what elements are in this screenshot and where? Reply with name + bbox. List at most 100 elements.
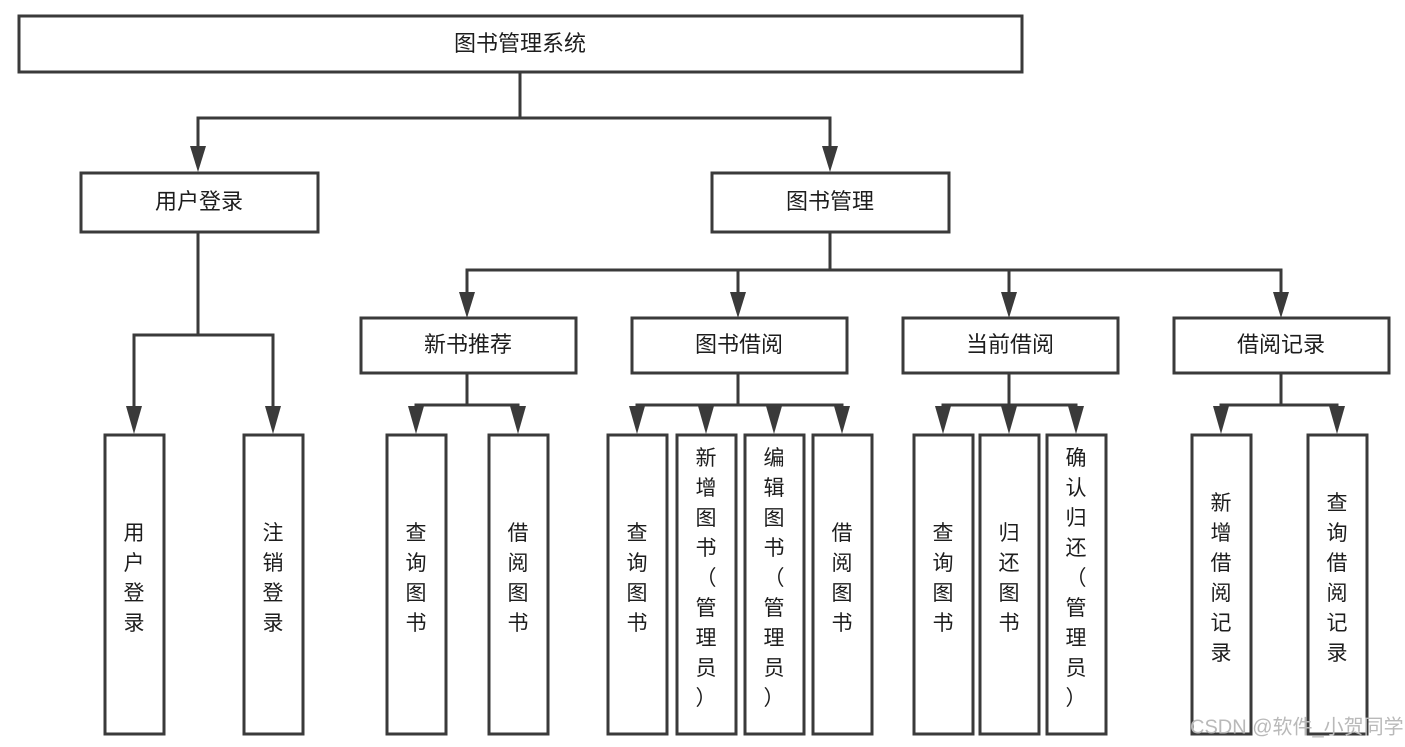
svg-text:户: 户 xyxy=(124,552,145,575)
svg-text:登: 登 xyxy=(263,582,284,605)
svg-text:书: 书 xyxy=(999,612,1020,635)
svg-text:查: 查 xyxy=(1327,492,1348,515)
svg-text:）: ） xyxy=(764,687,785,710)
node-borrow-record[interactable]: 借阅记录 xyxy=(1172,316,1391,375)
svg-text:新: 新 xyxy=(696,447,717,470)
node-leaf-logout-box[interactable] xyxy=(242,433,305,736)
node-book-borrow[interactable]: 图书借阅 xyxy=(630,316,849,375)
arrow-head-book-borrow xyxy=(730,292,746,318)
node-leaf-query-record-box[interactable] xyxy=(1306,433,1369,736)
node-book-borrow-box[interactable] xyxy=(630,316,849,375)
node-book-management[interactable]: 图书管理 xyxy=(710,171,951,234)
node-user-login-box[interactable] xyxy=(79,171,320,234)
node-leaf-add-book-box[interactable] xyxy=(675,433,738,736)
arrow-head-leaf-add-record xyxy=(1213,406,1229,434)
svg-text:登: 登 xyxy=(124,582,145,605)
node-root[interactable]: 图书管理系统 xyxy=(17,14,1024,74)
arrow-head-leaf-borrow-book-2 xyxy=(834,406,850,434)
node-leaf-return-book-box[interactable] xyxy=(978,433,1041,736)
node-new-book-recommend[interactable]: 新书推荐 xyxy=(359,316,578,375)
node-leaf-query-book-3-box[interactable] xyxy=(912,433,975,736)
svg-text:书: 书 xyxy=(764,537,785,560)
node-current-borrow[interactable]: 当前借阅 xyxy=(901,316,1120,375)
svg-text:理: 理 xyxy=(696,627,717,650)
node-root-box[interactable] xyxy=(17,14,1024,74)
svg-text:员: 员 xyxy=(764,657,785,680)
svg-text:（: （ xyxy=(696,567,717,590)
svg-text:阅: 阅 xyxy=(1327,582,1348,605)
svg-text:阅: 阅 xyxy=(508,552,529,575)
arrow-head-leaf-query-book-2 xyxy=(629,406,645,434)
node-leaf-query-book-2-box[interactable] xyxy=(606,433,669,736)
svg-text:销: 销 xyxy=(263,552,284,575)
svg-text:归: 归 xyxy=(999,522,1020,545)
node-new-book-recommend-box[interactable] xyxy=(359,316,578,375)
node-leaf-edit-book-box[interactable] xyxy=(743,433,806,736)
svg-text:查: 查 xyxy=(627,522,648,545)
svg-text:图: 图 xyxy=(627,582,648,605)
svg-text:认: 认 xyxy=(1066,477,1087,500)
svg-text:管: 管 xyxy=(1066,597,1087,620)
node-leaf-user-login[interactable]: 用户登录 xyxy=(103,433,166,736)
node-user-login[interactable]: 用户登录 xyxy=(79,171,320,234)
svg-text:图: 图 xyxy=(832,582,853,605)
arrow-head-user-login xyxy=(190,146,206,172)
node-leaf-query-book-1-box[interactable] xyxy=(385,433,448,736)
arrow-head-leaf-confirm-return xyxy=(1068,406,1084,434)
node-current-borrow-box[interactable] xyxy=(901,316,1120,375)
svg-text:新: 新 xyxy=(1211,492,1232,515)
node-book-management-label: 图书管理 xyxy=(786,189,874,214)
arrow-head-leaf-user-login xyxy=(126,406,142,434)
svg-text:增: 增 xyxy=(696,477,717,500)
svg-text:理: 理 xyxy=(1066,627,1087,650)
node-leaf-borrow-book-1-box[interactable] xyxy=(487,433,550,736)
svg-text:确: 确 xyxy=(1066,447,1087,470)
svg-text:还: 还 xyxy=(1066,537,1087,560)
svg-text:录: 录 xyxy=(1327,642,1348,665)
svg-text:询: 询 xyxy=(627,552,648,575)
svg-text:记: 记 xyxy=(1327,612,1348,635)
svg-text:理: 理 xyxy=(764,627,785,650)
svg-text:（: （ xyxy=(1066,567,1087,590)
arrow-head-leaf-query-record xyxy=(1329,406,1345,434)
node-leaf-borrow-book-2-box[interactable] xyxy=(811,433,874,736)
svg-text:图: 图 xyxy=(508,582,529,605)
svg-text:阅: 阅 xyxy=(832,552,853,575)
svg-text:询: 询 xyxy=(406,552,427,575)
svg-text:图: 图 xyxy=(764,507,785,530)
node-leaf-user-login-box[interactable] xyxy=(103,433,166,736)
arrow-head-borrow-record xyxy=(1273,292,1289,318)
node-borrow-record-box[interactable] xyxy=(1172,316,1391,375)
node-book-management-box[interactable] xyxy=(710,171,951,234)
node-leaf-user-login-label: 用户登录 xyxy=(124,522,145,635)
svg-text:借: 借 xyxy=(1211,552,1232,575)
svg-text:录: 录 xyxy=(1211,642,1232,665)
svg-text:查: 查 xyxy=(406,522,427,545)
svg-text:书: 书 xyxy=(696,537,717,560)
svg-text:书: 书 xyxy=(627,612,648,635)
node-leaf-confirm-return-box[interactable] xyxy=(1045,433,1108,736)
arrow-head-leaf-return-book xyxy=(1001,406,1017,434)
node-book-borrow-label: 图书借阅 xyxy=(695,332,783,357)
svg-text:查: 查 xyxy=(933,522,954,545)
node-leaf-add-record-box[interactable] xyxy=(1190,433,1253,736)
